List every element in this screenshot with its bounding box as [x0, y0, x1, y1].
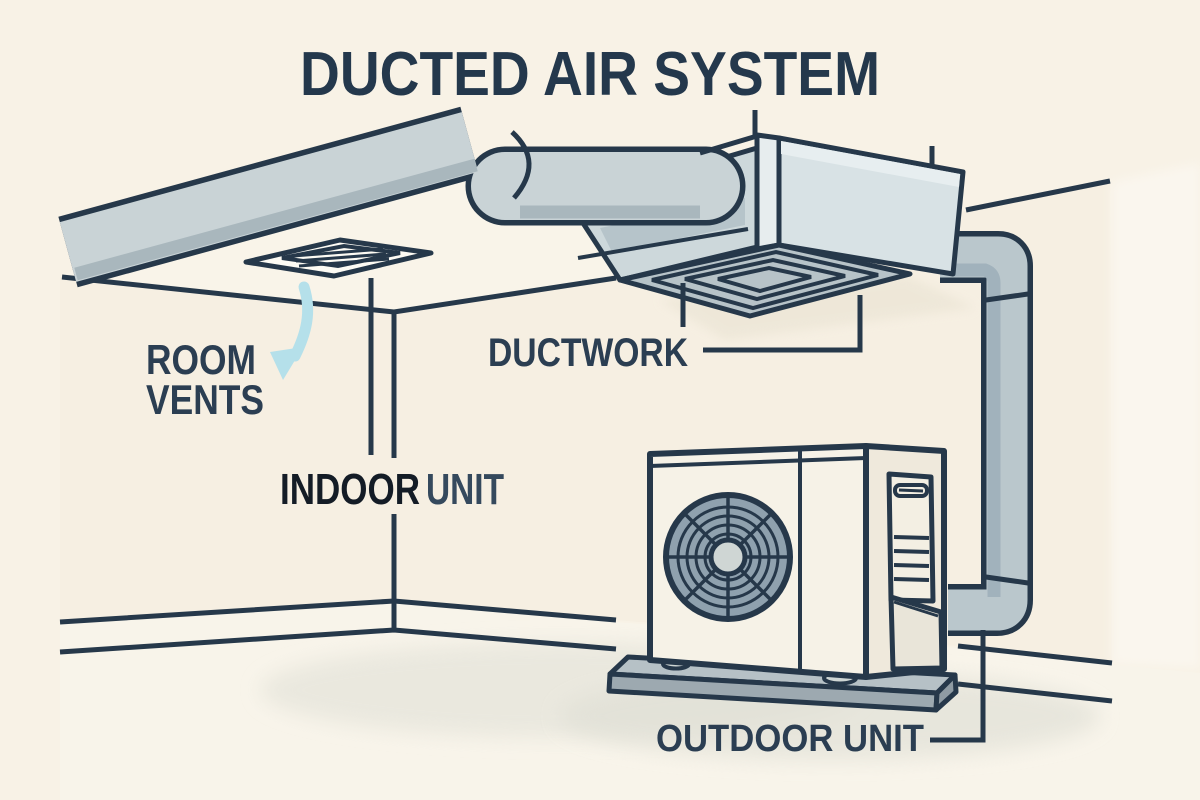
- outdoor-unit-top-seam: [649, 456, 867, 468]
- indoor-unit-grille-slat-mid: [684, 257, 846, 302]
- ceiling-edge-line: [61, 274, 617, 315]
- pipe-shading: [952, 263, 1001, 597]
- outdoor-unit-leader-line: [930, 630, 986, 743]
- right-wall-top-edge: [965, 178, 1111, 213]
- panel-vents: [893, 535, 930, 582]
- indoor-unit-grille: [617, 242, 913, 319]
- base-end: [933, 672, 959, 713]
- fan-hub: [708, 537, 748, 577]
- panel-indicator-slot: [898, 488, 924, 493]
- indoor-unit-seam-line: [577, 227, 749, 260]
- outdoor-unit-label: OUTDOOR UNIT: [656, 718, 924, 760]
- room-vent: [243, 237, 434, 279]
- outdoor-unit: [647, 443, 947, 680]
- ductwork-leader-bracket: [703, 295, 863, 353]
- pipe-connection-box: [888, 594, 945, 672]
- room-vent-slats: [292, 247, 390, 268]
- indoor-unit: [617, 132, 966, 319]
- far-right-wall: [1112, 163, 1200, 668]
- indoor-unit-label-word2: UNIT: [426, 465, 504, 514]
- duct-diagonal-body: [59, 112, 479, 282]
- pipe-connection-edge: [893, 600, 939, 618]
- duct-diagonal-underside: [74, 158, 478, 281]
- duct: [58, 106, 746, 288]
- diagram-title: DUCTED AIR SYSTEM: [300, 40, 880, 109]
- indoor-unit-front-edge: [754, 132, 782, 252]
- room-vents-label-line1: ROOM: [146, 336, 256, 383]
- indoor-unit-top-left-edge: [699, 133, 758, 156]
- ceiling-plane: [62, 170, 757, 312]
- indoor-unit-highlight: [781, 141, 960, 187]
- indoor-unit-label-word1: INDOOR: [280, 465, 420, 514]
- airflow-arrow-head: [270, 347, 303, 380]
- indoor-unit-grille-slat-inner: [717, 265, 812, 294]
- pipe-body: [940, 236, 1028, 631]
- ductwork-label: DUCTWORK: [488, 331, 688, 375]
- duct-elbow-crease: [510, 130, 532, 200]
- room-vents-label-line2: VENTS: [146, 376, 264, 423]
- pipe-joint-lines: [985, 291, 1029, 586]
- outdoor-unit-control-panel: [886, 471, 945, 672]
- airflow-arrow-icon: [270, 281, 314, 380]
- indoor-unit-wall-shadow: [660, 276, 975, 340]
- indoor-unit-grille-frame: [651, 249, 879, 311]
- refrigerant-pipe: [940, 231, 1033, 636]
- fan-icon: [663, 492, 793, 622]
